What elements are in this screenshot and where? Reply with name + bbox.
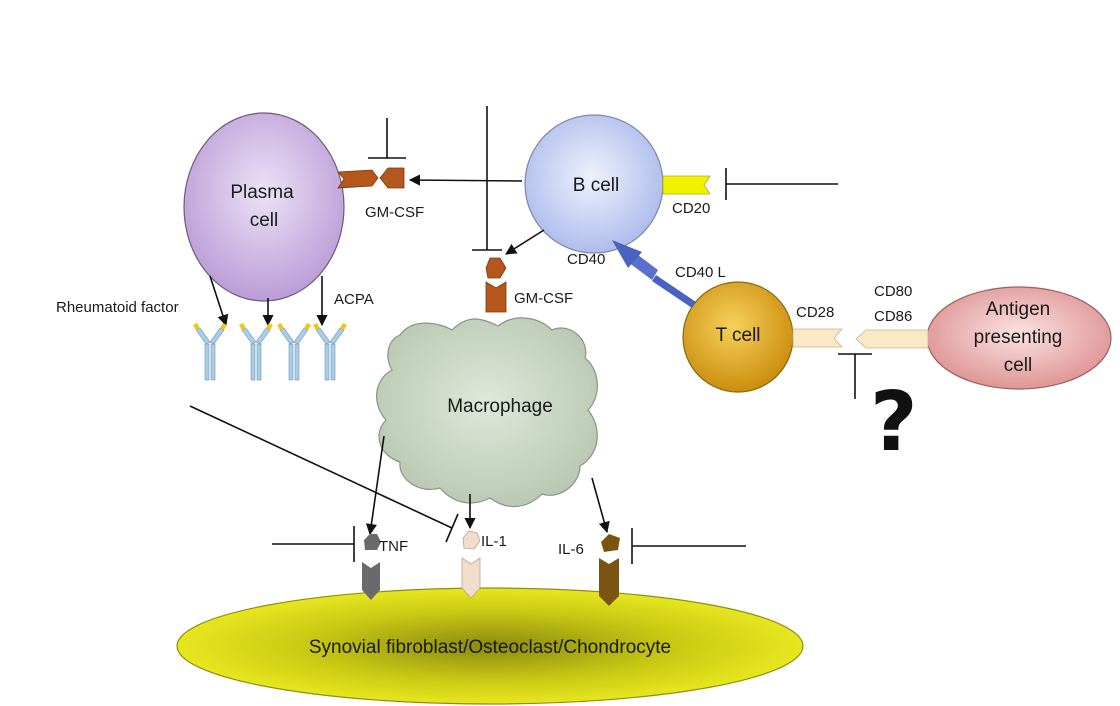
macrophage: [376, 317, 598, 508]
acpa-label: ACPA: [334, 291, 374, 308]
antibody-2: [239, 323, 273, 381]
t-cell-label: T cell: [715, 325, 760, 346]
antibody-1: [193, 323, 227, 381]
gmcsf-mid-label: GM-CSF: [514, 290, 573, 307]
macrophage-label: Macrophage: [447, 396, 553, 417]
plasma-cell-label-2: cell: [250, 210, 279, 231]
antibody-3: [277, 323, 311, 381]
cd40-label: CD40: [567, 251, 605, 268]
il1-label: IL-1: [481, 533, 507, 550]
gmcsf-top-label: GM-CSF: [365, 204, 424, 221]
plasma-cell-label-1: Plasma: [230, 182, 294, 203]
apc-label-3: cell: [1004, 355, 1033, 376]
apc-label-1: Antigen: [986, 299, 1050, 320]
cd20-receptor: [662, 175, 711, 195]
gmcsf-receptor-top: [337, 167, 405, 189]
il1-receptor: [461, 530, 481, 599]
cd28-receptor: [792, 328, 843, 348]
rheumatoid-factor-label: Rheumatoid factor: [56, 299, 179, 316]
synovial-target-label: Synovial fibroblast/Osteoclast/Chondrocy…: [309, 637, 671, 658]
plasma-to-rf1-arrow: [209, 275, 229, 327]
tnf-receptor: [362, 534, 381, 600]
antibody-4: [313, 323, 347, 381]
tnf-label: TNF: [379, 538, 408, 555]
cd28-label: CD28: [796, 304, 834, 321]
il1-inhibitor-stem: [189, 405, 453, 529]
cd20-label: CD20: [672, 200, 710, 217]
cd80-cd86-ligand: [855, 329, 929, 349]
synovial-target-cell: [176, 587, 804, 705]
cd80-label: CD80: [874, 283, 912, 300]
b-cell-label: B cell: [573, 175, 619, 196]
apc-label-2: presenting: [974, 327, 1063, 348]
il1-inhibitor-bar: [445, 513, 459, 543]
macrophage-to-il6-arrow: [591, 477, 610, 534]
cd86-label: CD86: [874, 308, 912, 325]
gmcsf-receptor-mid: [485, 257, 507, 313]
bcell-to-gmcsf-arrow: [408, 174, 523, 186]
macrophage-to-tnf-arrow: [365, 435, 385, 536]
question-mark: ?: [870, 375, 918, 470]
il6-label: IL-6: [558, 541, 584, 558]
il6-receptor: [599, 534, 620, 606]
cd40l-label: CD40 L: [675, 264, 726, 281]
bcell-to-gmcsf-mid-arrow: [505, 229, 545, 255]
cd40l-arrow: [612, 240, 696, 308]
plasma-cell: [183, 112, 345, 302]
